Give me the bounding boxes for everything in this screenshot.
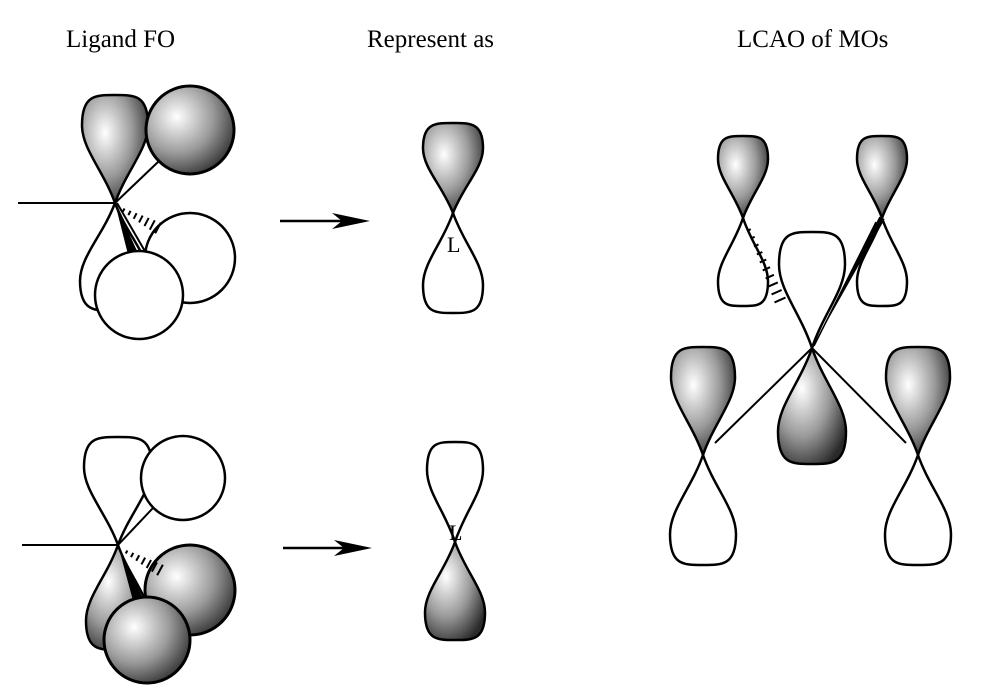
hashed-bond-top	[132, 212, 138, 220]
represent-top-lower-lobe	[421, 209, 485, 315]
lcao-hashed-bond	[765, 273, 775, 280]
lcao-hashed-bond	[774, 296, 786, 304]
lcao-top-left-upper-lobe	[716, 134, 770, 222]
lcao-bottom-right-upper-lobe	[884, 345, 952, 459]
hashed-bond-bottom	[135, 554, 141, 562]
hashed-bond-top	[148, 219, 156, 231]
hashed-bond-bottom	[156, 564, 164, 576]
hashed-bond-top	[122, 208, 126, 212]
lcao-bottom-left-lower-lobe	[668, 451, 738, 567]
arrow-top-head	[332, 213, 370, 229]
wedge-bond-bottom	[118, 545, 143, 602]
represent-bottom-upper-lobe	[425, 440, 485, 547]
lcao-center-upper-lobe	[777, 230, 847, 352]
hashed-bond-top	[127, 210, 132, 216]
lcao-hashed-bond	[759, 258, 767, 264]
hashed-bond-top	[138, 215, 144, 223]
title-lcao-of-mos: LCAO of MOs	[737, 26, 889, 53]
hashed-bond-bottom	[140, 557, 146, 565]
hashed-bond-top	[154, 222, 162, 234]
lcao-bond-right	[811, 347, 907, 444]
bond-to-shaded-sphere	[114, 161, 159, 204]
lcao-wedge-edge	[813, 221, 877, 347]
shaded-sphere-top	[144, 84, 236, 176]
white-sphere-bottom	[139, 434, 227, 522]
lcao-hashed-bond	[753, 243, 759, 248]
white-sphere-front	[93, 249, 185, 341]
hashed-bond-bottom	[124, 550, 129, 554]
lcao-top-right-lower-lobe	[855, 214, 909, 308]
hashed-bond-bottom	[130, 552, 135, 558]
bond-to-white-sphere	[117, 507, 154, 546]
lcao-hashed-bond	[768, 281, 779, 288]
lcao-center-lower-lobe	[776, 344, 848, 466]
lcao-top-left-lower-lobe	[716, 214, 770, 308]
lcao-hashed-bond	[762, 266, 771, 272]
ligand-label-bottom: L	[449, 520, 462, 545]
represent-top-upper-lobe	[421, 121, 485, 217]
wedge-edge-top	[116, 202, 147, 254]
ligand-fo-top-upper-lobe	[80, 93, 150, 207]
arrow-bottom-head	[334, 540, 372, 556]
shaded-sphere-front	[102, 595, 192, 685]
hashed-bond-top	[143, 217, 150, 227]
hashed-bond-bottom	[145, 559, 152, 569]
lcao-hashed-bond	[750, 235, 756, 240]
represent-bottom-lower-lobe	[423, 538, 487, 642]
title-ligand-fo: Ligand FO	[66, 26, 176, 53]
title-represent-as: Represent as	[367, 26, 495, 53]
hashed-bond-bottom	[151, 561, 158, 573]
wedge-bond-top	[115, 203, 138, 256]
ligand-label-top: L	[447, 232, 460, 257]
lcao-bottom-right-lower-lobe	[883, 451, 953, 567]
lcao-hashed-bond	[771, 289, 783, 296]
lcao-bottom-left-upper-lobe	[669, 345, 737, 459]
lcao-hashed-bond	[756, 251, 763, 256]
lcao-hashed-bond	[747, 228, 752, 232]
lcao-bond-left	[714, 347, 813, 444]
lcao-top-right-upper-lobe	[855, 134, 909, 222]
